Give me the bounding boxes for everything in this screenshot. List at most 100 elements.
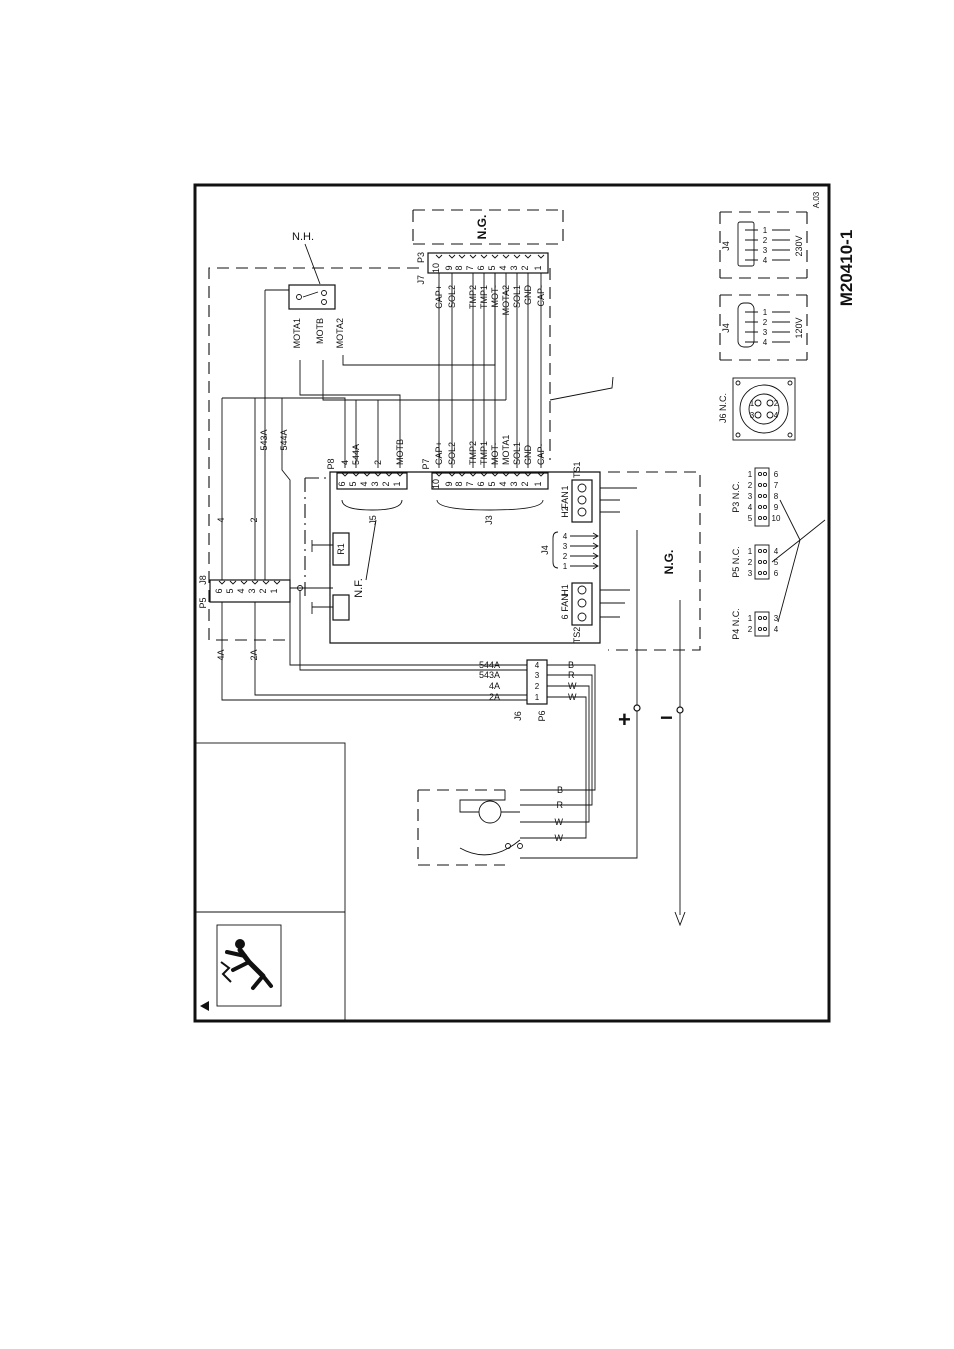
electric-shock-warning-icon [220,939,273,990]
motor-symbol [478,800,502,824]
p7-pin-6: 6 [476,481,486,486]
p7-signal: SOL1 [512,442,522,465]
p5-nc-label: P5 N.C. [731,546,741,578]
p6-left-wire: 2A [489,692,500,702]
wire-543a-label: 543A [259,429,269,450]
minus-sign: − [660,705,673,730]
p5-pin-2: 2 [258,588,268,593]
p6-pin-2: 2 [535,682,540,691]
nc-pin-label: 10 [772,514,781,523]
warning-triangle-icon [200,1001,209,1011]
p3-pin-5: 5 [487,265,497,270]
p6-pin-1: 1 [535,693,540,702]
j5-connector-label: J5 [368,515,378,525]
j8-connector-label: J8 [198,575,208,585]
ng-box-top: N.G. [412,209,564,245]
p7-signal: TMP1 [479,441,489,465]
relay-wires [221,273,530,666]
p6-left-wire: 543A [479,670,500,680]
p6-pin-4: 4 [535,661,540,670]
j4-board-pin-1: 1 [563,562,568,571]
p3-connector-label: P3 [416,252,426,263]
j4-pin: 4 [763,256,768,265]
p3-pin-9: 9 [444,265,454,270]
p8-pin-1: 1 [392,481,402,486]
nc-pin-label: 2 [748,625,753,634]
p3-pin-7: 7 [465,265,475,270]
p6-left-wire: 544A [479,660,500,670]
nc-leader-lines [771,499,826,623]
relay-wire-motb: MOTB [315,318,325,344]
nc-pin-label: 3 [748,492,753,501]
ng-label-lower: N.G. [662,550,676,575]
p5-pin-4: 4 [236,588,246,593]
j3-connector-label: J3 [484,515,494,525]
j4-board-label: J4 [540,545,550,555]
p7-pin-3: 3 [509,481,519,486]
j4-board-pin-3: 3 [563,542,568,551]
j4-pin: 2 [763,236,768,245]
j6-connector-label: J6 [513,711,523,721]
j4-board-pin-4: 4 [563,532,568,541]
j6-nc-pin-2: 2 [774,399,779,408]
p7-pin-5: 5 [487,481,497,486]
relay-wire-mota2: MOTA2 [335,318,345,348]
j7-connector-label: J7 [416,275,426,285]
p5-wire-4a-label: 4A [216,649,226,660]
p7-signal: CAP- [536,443,546,465]
p8-pin-3: 3 [370,481,380,486]
j4-pin: 2 [763,318,768,327]
p5-pin-1: 1 [269,588,279,593]
p3-nc-label: P3 N.C. [731,481,741,513]
p8-pin-6: 6 [337,481,347,486]
p8-wire-label: MOTB [395,439,405,465]
power-leads: + − [520,530,686,927]
p3-pin-1: 1 [533,265,543,270]
p7-signal: GND [523,445,533,466]
p8-wire-label: 2 [373,460,383,465]
terminal-strip-ts1: TS1 1 FAN H2 [560,461,593,523]
ts1-label: TS1 [572,461,582,478]
p5-wire-2-label: 2 [249,517,259,522]
j6-nc-pin-1: 1 [750,399,755,408]
p3-pin-3: 3 [509,265,519,270]
nf-label: N.F. [353,578,365,598]
nc-pin-label: 4 [774,625,779,634]
nc-pin-label: 5 [774,558,779,567]
p7-pin-10: 10 [431,479,441,489]
ts2-pin-6: 6 [560,614,570,619]
ng-label-top: N.G. [475,215,489,240]
nc-pin-label: 2 [748,558,753,567]
p7-pin-2: 2 [520,481,530,486]
p5-pin-5: 5 [225,588,235,593]
nc-pin-label: 6 [774,470,779,479]
r1-label: R1 [336,543,346,555]
j4-pin: 1 [763,226,768,235]
p3-pin-4: 4 [498,265,508,270]
relay-nh: N.H. MOTA1 MOTB MOTA2 [288,231,345,348]
p3-pin-10: 10 [431,263,441,273]
potentiometer-2 [311,594,350,621]
j6-nc-pin-4: 4 [774,411,779,420]
ts1-pin-fan: FAN [560,491,570,509]
p5-wire-4-label: 4 [216,517,226,522]
plus-sign: + [618,707,631,732]
p7-signal: MOT- [490,443,500,466]
p4-nc-label: P4 N.C. [731,608,741,640]
drawing-number: M20410-1 [837,230,856,307]
nc-pin-label: 9 [774,503,779,512]
j4-pin: 4 [763,338,768,347]
nc-pin-label: 3 [774,614,779,623]
nc-pin-label: 7 [774,481,779,490]
p3-pin-2: 2 [520,265,530,270]
j4-pin: 1 [763,308,768,317]
nc-pin-label: 2 [748,481,753,490]
